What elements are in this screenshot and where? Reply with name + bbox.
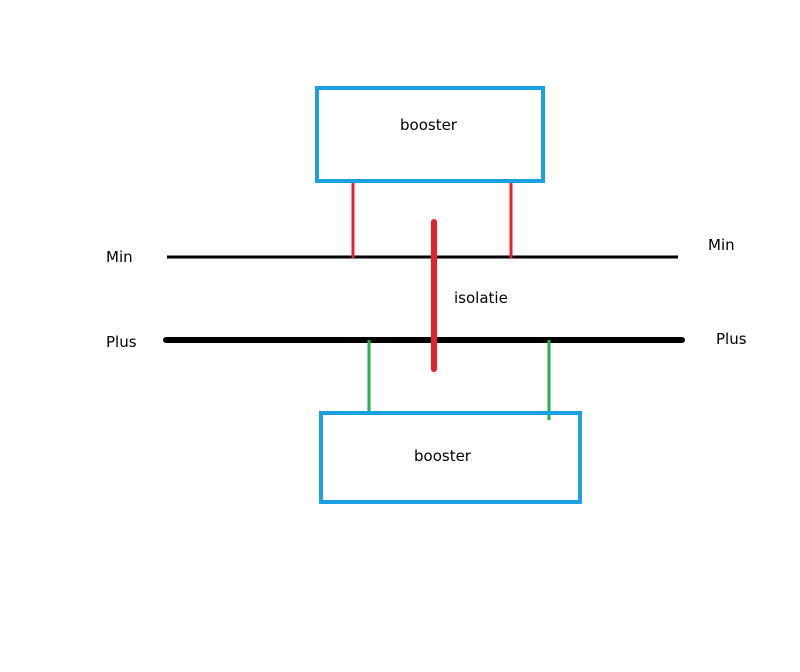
min-label-left: Min bbox=[106, 248, 133, 266]
plus-label-left: Plus bbox=[106, 333, 137, 351]
top-booster-box bbox=[315, 86, 545, 183]
isolation-label: isolatie bbox=[454, 289, 508, 307]
bottom-booster-box bbox=[319, 411, 582, 504]
bottom-booster-label: booster bbox=[414, 447, 471, 465]
plus-label-right: Plus bbox=[716, 330, 747, 348]
top-booster-label: booster bbox=[400, 116, 457, 134]
min-label-right: Min bbox=[708, 236, 735, 254]
